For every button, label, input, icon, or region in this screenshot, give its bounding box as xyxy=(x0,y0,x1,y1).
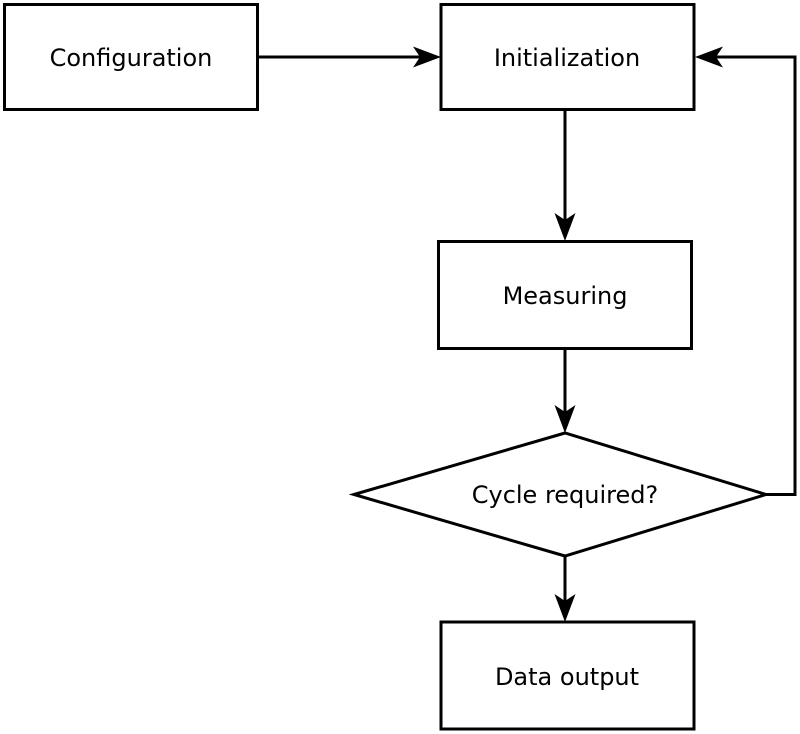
node-measuring-box xyxy=(437,240,693,350)
node-data-output: Data output xyxy=(439,620,696,731)
node-configuration-box xyxy=(3,3,259,111)
arrowhead xyxy=(554,213,576,241)
node-initialization-label: Initialization xyxy=(494,44,640,72)
node-cycle-required-label: Cycle required? xyxy=(472,481,659,509)
arrowhead xyxy=(413,46,441,68)
node-configuration: Configuration xyxy=(3,3,259,111)
node-data-output-label: Data output xyxy=(495,663,639,691)
node-configuration-label: Configuration xyxy=(50,44,213,72)
edge-cycle-required-to-data-output xyxy=(554,556,576,622)
node-initialization: Initialization xyxy=(439,3,696,111)
node-measuring: Measuring xyxy=(437,240,693,350)
node-cycle-required: Cycle required? xyxy=(348,431,772,558)
node-initialization-box xyxy=(439,3,696,111)
arrowhead xyxy=(695,46,723,68)
edge-initialization-to-measuring xyxy=(554,110,576,241)
edge-line xyxy=(714,55,797,496)
edge-configuration-to-initialization xyxy=(257,46,441,68)
node-measuring-label: Measuring xyxy=(503,282,628,310)
node-cycle-required-diamond xyxy=(348,431,772,558)
edge-cycle-required-loop-to-initialization xyxy=(695,46,797,496)
edge-measuring-to-cycle-required xyxy=(554,349,576,433)
arrowhead xyxy=(554,405,576,433)
arrowhead xyxy=(554,594,576,622)
node-data-output-box xyxy=(439,620,696,731)
